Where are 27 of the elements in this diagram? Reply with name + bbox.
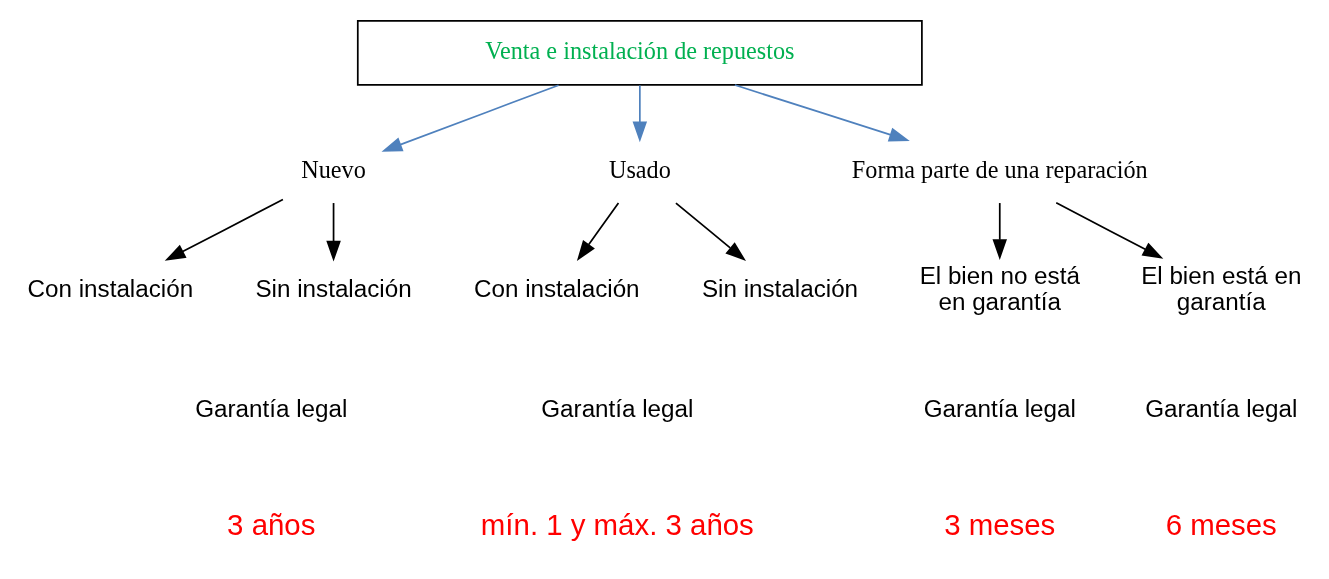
label: Garantía legal [923,394,1076,422]
label: Garantía legal [195,394,348,422]
arrow [734,83,910,142]
arrow [381,83,560,152]
node-text: Nuevo [301,155,366,183]
arrow [164,198,284,261]
node-text: El bien está en garantía [1141,261,1302,315]
arrow [326,201,341,262]
label: 3 años [227,507,316,541]
label: 3 meses [944,507,1056,541]
label: 6 meses [1165,507,1277,541]
node-box: Venta e instalación de repuestos [356,19,923,86]
node-text: El bien no está en garantía [919,261,1080,315]
node-text: Con instalación [473,274,640,302]
arrow [632,84,648,142]
node-text: Forma parte de una reparación [851,155,1148,183]
label: mín. 1 y máx. 3 años [480,507,754,541]
node-text: Con instalación [27,274,194,302]
label: Garantía legal [541,394,694,422]
arrow [576,201,620,261]
node-text: Sin instalación [701,274,859,302]
arrow [675,201,747,261]
label: Garantía legal [1145,394,1298,422]
arrow [1055,201,1164,259]
node-text: Sin instalación [255,274,412,302]
node-text: Usado [608,155,671,183]
arrow [992,201,1008,260]
